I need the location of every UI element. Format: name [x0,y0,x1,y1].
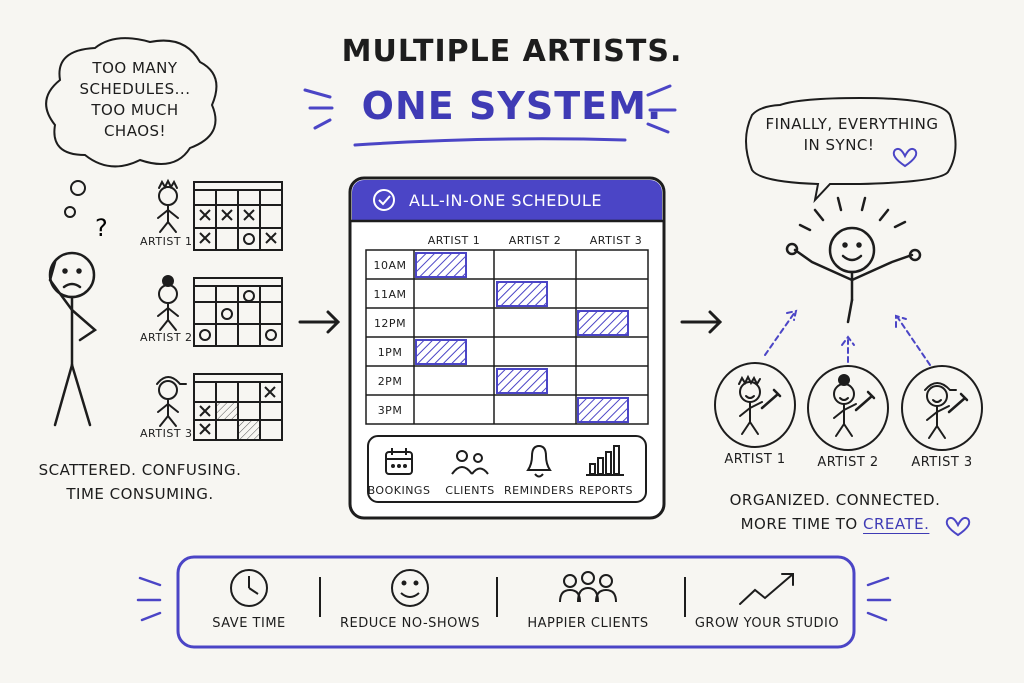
right-artist-3-label: Artist 3 [911,455,973,470]
speech-bubble [745,96,957,204]
nav-bookings[interactable]: Bookings [367,484,431,497]
bell-icon [526,444,552,478]
thought-bubble-text: Too many schedules... Too much chaos! [60,58,210,142]
right-caption-line-2: More time to Create. [720,512,950,536]
time-row-3: 12pm [373,317,407,330]
group-icon [559,571,617,603]
time-row-6: 3pm [377,404,403,417]
confused-stick-figure [48,251,98,427]
flow-arrows [298,310,723,334]
thought-line-1: Too many [92,59,178,77]
booking-block[interactable] [577,397,629,423]
users-icon [451,450,489,475]
schedule-col-artist-2: Artist 2 [508,234,562,247]
artist-1-mini [157,178,179,233]
thought-line-3: Too much [91,101,179,119]
schedule-grid [365,249,649,425]
booking-block[interactable] [577,310,629,336]
nav-reports[interactable]: Reports [579,484,633,497]
right-artist-1-label: Artist 1 [724,452,786,467]
heart-icon-speech [892,147,918,168]
left-artist-3-label: Artist 3 [140,427,193,440]
right-caption-line-1: Organized. Connected. [729,491,941,509]
thought-line-4: chaos! [103,122,167,140]
benefit-reduce-no-shows: Reduce No-Shows [339,616,481,631]
check-circle-icon [373,189,395,211]
artist-1-grid [193,181,283,251]
clock-icon [230,569,268,607]
schedule-nav-bar [367,435,647,503]
artist-3-avatar [901,365,983,451]
artist-3-grid [193,373,283,441]
benefits-bar [176,555,856,649]
schedule-col-artist-1: Artist 1 [427,234,481,247]
left-caption-line-1: Scattered. Confusing. [38,461,242,479]
benefit-happier-clients: Happier Clients [527,616,649,631]
time-row-4: 1pm [377,346,403,359]
benefit-dividers [319,577,686,617]
artist-1-grid-marks [199,209,277,245]
bar-chart-icon [586,445,624,476]
benefits-bar-accents [136,576,892,622]
left-artist-2-label: Artist 2 [140,331,193,344]
artist-3-mini [156,376,187,427]
heart-icon-caption [945,516,971,537]
artist-2-mini [157,275,179,331]
right-artist-2-label: Artist 2 [817,455,879,470]
booking-block[interactable] [415,339,467,365]
sync-arrows [764,309,931,366]
thought-bubble [45,37,218,218]
booking-block[interactable] [496,281,548,307]
title-line-2: One System. [361,84,663,128]
left-artist-1-label: Artist 1 [140,235,193,248]
title-underline [303,84,677,147]
schedule-title: All-in-one Schedule [409,191,602,210]
title-line-1: Multiple Artists. [341,34,683,69]
benefit-save-time: Save Time [212,616,286,631]
time-row-2: 11am [373,288,407,301]
booking-block[interactable] [415,252,467,278]
left-caption-line-2: Time Consuming. [66,485,214,503]
time-row-5: 2pm [377,375,403,388]
trend-up-icon [739,573,794,605]
benefit-grow-your-studio: Grow Your Studio [694,616,840,631]
right-caption-prefix: More time to [740,515,858,533]
right-caption-emphasis: Create. [863,515,930,533]
thought-line-2: schedules... [79,80,191,98]
smiley-icon [391,569,429,607]
artist-2-avatar [807,365,889,451]
question-mark: ? [95,214,108,242]
left-caption: Scattered. Confusing. Time Consuming. [20,458,260,506]
nav-clients[interactable]: Clients [445,484,495,497]
booking-block[interactable] [496,368,548,394]
speech-line-2: in sync! [803,136,875,154]
booking-blocks [415,252,629,423]
speech-line-1: Finally, everything [765,115,939,133]
artist-2-grid [193,277,283,347]
speech-bubble-text: Finally, everything in sync! [752,114,952,156]
artist-1-avatar [714,362,796,448]
time-row-1: 10am [373,259,407,272]
right-caption: Organized. Connected. More time to Creat… [720,488,950,536]
calendar-icon [385,448,413,475]
happy-stick-figure [785,196,922,324]
nav-reminders[interactable]: Reminders [504,484,575,497]
schedule-col-artist-3: Artist 3 [589,234,643,247]
